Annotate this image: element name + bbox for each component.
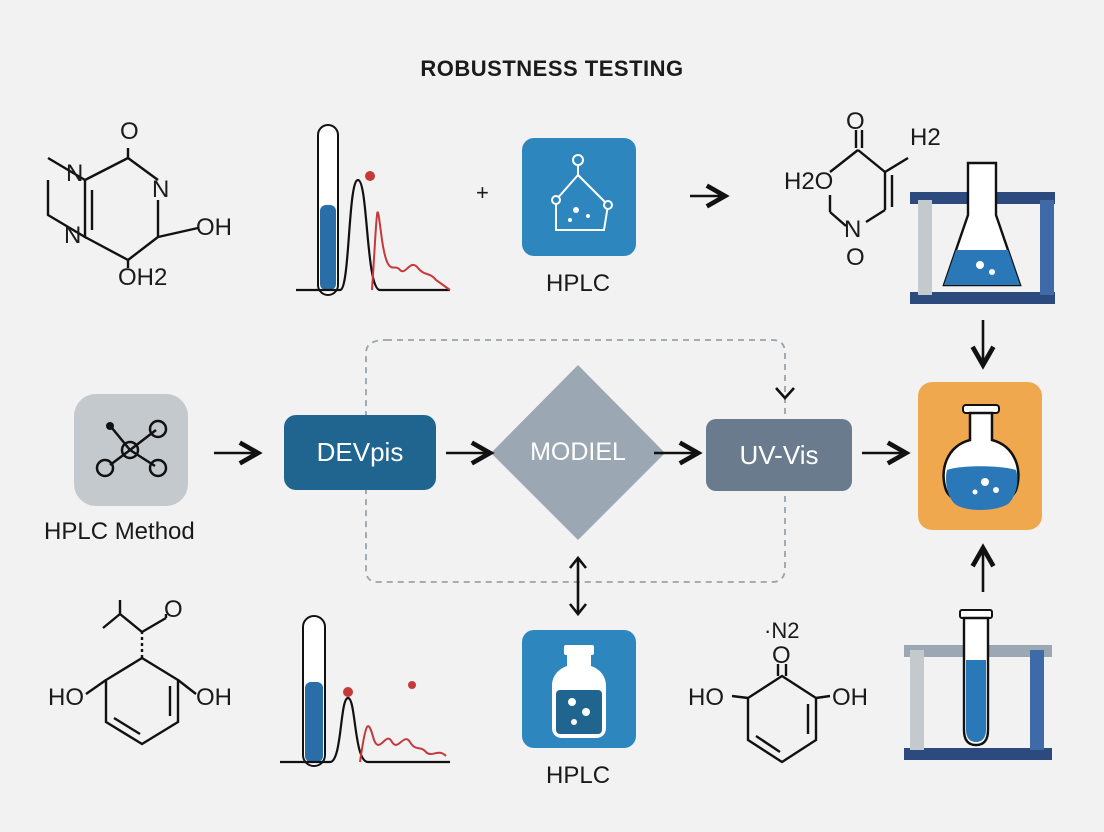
atom-o-bottom-right-mol: O: [772, 642, 791, 669]
atom-n2-text: N2: [771, 618, 800, 643]
flask-rack-icon-top: [910, 161, 1055, 304]
bottle-icon: [522, 630, 636, 748]
hplc-network-icon-top: [522, 138, 636, 256]
network-icon: [74, 394, 188, 506]
atom-ho-bottom-right: HO: [688, 684, 724, 711]
step-uvvis: UV-Vis: [739, 439, 819, 470]
atom-h2o: H2O: [784, 168, 834, 195]
atom-oh-bottom-left: OH: [196, 684, 232, 711]
chromatogram-icon-top: [296, 124, 451, 296]
test-tube-rack-icon: [904, 609, 1052, 760]
atom-o-bottom-right: O: [846, 244, 865, 271]
atom-oh: OH: [196, 214, 232, 241]
dashed-loop: [365, 339, 786, 583]
result-flask-icon: [918, 382, 1042, 530]
hplc-method-label: HPLC Method: [44, 518, 195, 545]
uvvis-box: [706, 419, 852, 491]
diagram-title: ROBUSTNESS TESTING: [420, 56, 684, 81]
chromatogram-icon-bottom: [280, 615, 450, 767]
step-modiel: MODIEL: [530, 438, 626, 466]
atom-h2: H2: [910, 124, 941, 151]
atom-o-top: O: [120, 118, 139, 145]
molecule-bottom-left: [85, 600, 197, 746]
atom-n-right: N: [152, 176, 170, 203]
atom-n-upper: N: [66, 160, 84, 187]
molecule-bottom-right: [731, 664, 831, 764]
hplc-label-top: HPLC: [546, 270, 611, 297]
devpis-box: [284, 415, 436, 490]
step-devpis: DEVpis: [316, 437, 404, 467]
hplc-label-bottom: HPLC: [546, 762, 611, 789]
flow-arrows: [214, 183, 996, 617]
atom-ho-bottom-left: HO: [48, 684, 84, 711]
atom-o-top-right: O: [846, 108, 865, 135]
atom-n2: ·N2: [764, 618, 800, 643]
atom-o-bottom-left: O: [164, 596, 183, 623]
atom-oh-bottom-right: OH: [832, 684, 868, 711]
atom-oh2: OH2: [118, 264, 168, 291]
atom-n-right-mol: N: [844, 216, 862, 243]
plus-sign: +: [476, 180, 489, 205]
atom-n-lower: N: [64, 222, 82, 249]
modiel-diamond: [491, 365, 665, 540]
molecule-top-left: [46, 148, 199, 268]
molecule-top-right: [828, 130, 909, 227]
